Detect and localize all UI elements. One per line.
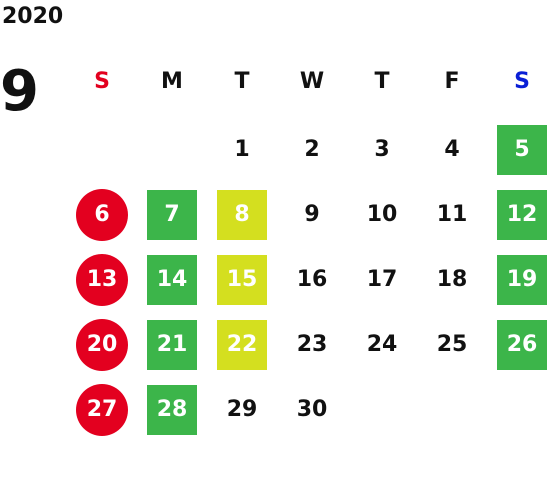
- day-cell-22[interactable]: 22: [217, 320, 267, 370]
- weekday-label-6: S: [514, 69, 530, 94]
- day-cell-21[interactable]: 21: [147, 320, 197, 370]
- day-cell-1[interactable]: 1: [234, 137, 250, 162]
- day-cell-15[interactable]: 15: [217, 255, 267, 305]
- day-cell-19[interactable]: 19: [497, 255, 547, 305]
- day-cell-27[interactable]: 27: [76, 384, 128, 436]
- day-cell-18[interactable]: 18: [436, 267, 468, 292]
- day-cell-16[interactable]: 16: [296, 267, 328, 292]
- day-cell-25[interactable]: 25: [436, 332, 468, 357]
- day-cell-4[interactable]: 4: [444, 137, 460, 162]
- day-cell-12[interactable]: 12: [497, 190, 547, 240]
- weekday-label-5: F: [444, 69, 460, 94]
- day-cell-3[interactable]: 3: [374, 137, 390, 162]
- day-cell-5[interactable]: 5: [497, 125, 547, 175]
- weekday-label-4: T: [374, 69, 390, 94]
- day-cell-9[interactable]: 9: [304, 202, 320, 227]
- day-cell-28[interactable]: 28: [147, 385, 197, 435]
- day-cell-6[interactable]: 6: [76, 189, 128, 241]
- calendar-month: 9: [0, 59, 39, 124]
- day-cell-2[interactable]: 2: [304, 137, 320, 162]
- day-cell-30[interactable]: 30: [296, 397, 328, 422]
- day-cell-11[interactable]: 11: [436, 202, 468, 227]
- day-cell-10[interactable]: 10: [366, 202, 398, 227]
- day-cell-7[interactable]: 7: [147, 190, 197, 240]
- calendar-year: 2020: [2, 4, 64, 29]
- day-cell-17[interactable]: 17: [366, 267, 398, 292]
- day-cell-8[interactable]: 8: [217, 190, 267, 240]
- day-cell-29[interactable]: 29: [226, 397, 258, 422]
- day-cell-13[interactable]: 13: [76, 254, 128, 306]
- day-cell-14[interactable]: 14: [147, 255, 197, 305]
- weekday-label-1: M: [161, 69, 183, 94]
- day-cell-20[interactable]: 20: [76, 319, 128, 371]
- day-cell-26[interactable]: 26: [497, 320, 547, 370]
- day-cell-24[interactable]: 24: [366, 332, 398, 357]
- weekday-label-2: T: [234, 69, 250, 94]
- day-cell-23[interactable]: 23: [296, 332, 328, 357]
- weekday-label-3: W: [299, 69, 325, 94]
- weekday-label-0: S: [94, 69, 110, 94]
